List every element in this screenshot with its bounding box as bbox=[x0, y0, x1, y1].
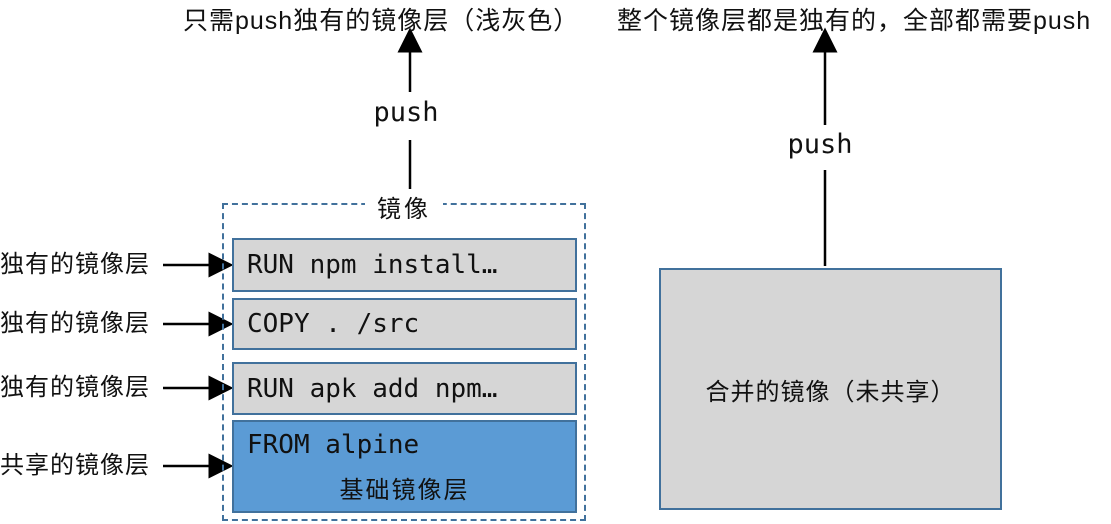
layer-run-npm-install: RUN npm install… bbox=[232, 238, 577, 292]
push-label-left: push bbox=[373, 97, 439, 128]
caption-unique-push: 只需push独有的镜像层（浅灰色） bbox=[183, 7, 580, 35]
merged-image-label: 合并的镜像（未共享） bbox=[705, 378, 956, 406]
image-box-title: 镜像 bbox=[365, 189, 443, 224]
image-box: 镜像 RUN npm install… COPY . /src RUN apk … bbox=[222, 189, 586, 521]
caption-full-push: 整个镜像层都是独有的，全部都需要push bbox=[617, 7, 1092, 35]
push-label-right: push bbox=[787, 129, 853, 160]
layer-text: RUN npm install… bbox=[247, 250, 498, 280]
side-label-unique-3: 独有的镜像层 bbox=[0, 374, 150, 401]
layer-copy-src: COPY . /src bbox=[232, 298, 577, 350]
base-layer-sublabel: 基础镜像层 bbox=[339, 477, 470, 504]
merged-image-box: 合并的镜像（未共享） bbox=[659, 268, 1002, 510]
side-label-unique-1: 独有的镜像层 bbox=[0, 251, 150, 278]
layer-text: RUN apk add npm… bbox=[247, 373, 498, 404]
layer-text: FROM alpine bbox=[247, 430, 420, 460]
layer-text: COPY . /src bbox=[247, 309, 420, 339]
layer-run-apk-add: RUN apk add npm… bbox=[232, 362, 577, 415]
layer-from-alpine-base: FROM alpine 基础镜像层 bbox=[232, 420, 577, 513]
side-label-shared: 共享的镜像层 bbox=[0, 452, 150, 479]
side-label-unique-2: 独有的镜像层 bbox=[0, 310, 150, 337]
